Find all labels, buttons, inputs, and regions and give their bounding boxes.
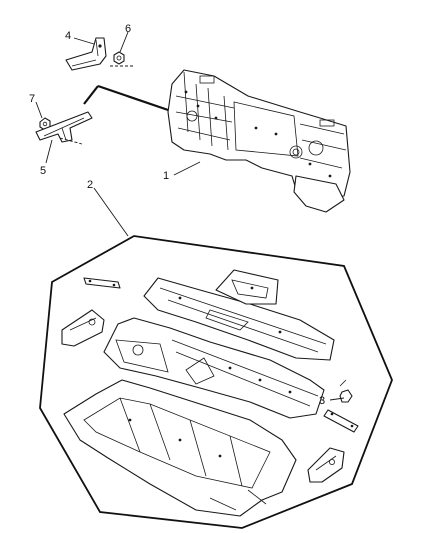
nut-part-upper xyxy=(110,51,134,67)
cover-panel-part xyxy=(215,269,279,305)
center-cowl-panel-part xyxy=(103,317,325,419)
leader-line-4 xyxy=(73,37,95,45)
screw-part xyxy=(339,379,353,403)
callout-3: 3 xyxy=(319,395,325,407)
leader-line-3 xyxy=(329,397,345,401)
leader-line-5 xyxy=(45,139,53,164)
lower-plenum-panel-part xyxy=(63,379,297,517)
right-strap-part xyxy=(323,409,359,433)
assembly-boundary xyxy=(39,235,393,529)
callout-5: 5 xyxy=(40,165,46,177)
cowl-top-panel-part xyxy=(143,277,335,361)
leader-line-6 xyxy=(119,31,129,53)
lower-right-bracket-part xyxy=(307,447,345,483)
callout-1: 1 xyxy=(163,170,169,182)
callout-4: 4 xyxy=(65,30,71,42)
callout-6: 6 xyxy=(125,23,131,35)
bracket-connection-line xyxy=(83,84,175,114)
dash-panel-part xyxy=(167,69,351,213)
callout-7: 7 xyxy=(29,93,35,105)
lower-bracket-part xyxy=(35,111,93,145)
callout-2: 2 xyxy=(87,179,93,191)
left-bracket-part xyxy=(61,309,105,347)
small-strap-part xyxy=(83,277,121,289)
leader-line-1 xyxy=(173,161,201,176)
upper-bracket-part xyxy=(65,37,107,71)
leader-line-7 xyxy=(35,101,43,119)
leader-line-2 xyxy=(93,187,129,237)
